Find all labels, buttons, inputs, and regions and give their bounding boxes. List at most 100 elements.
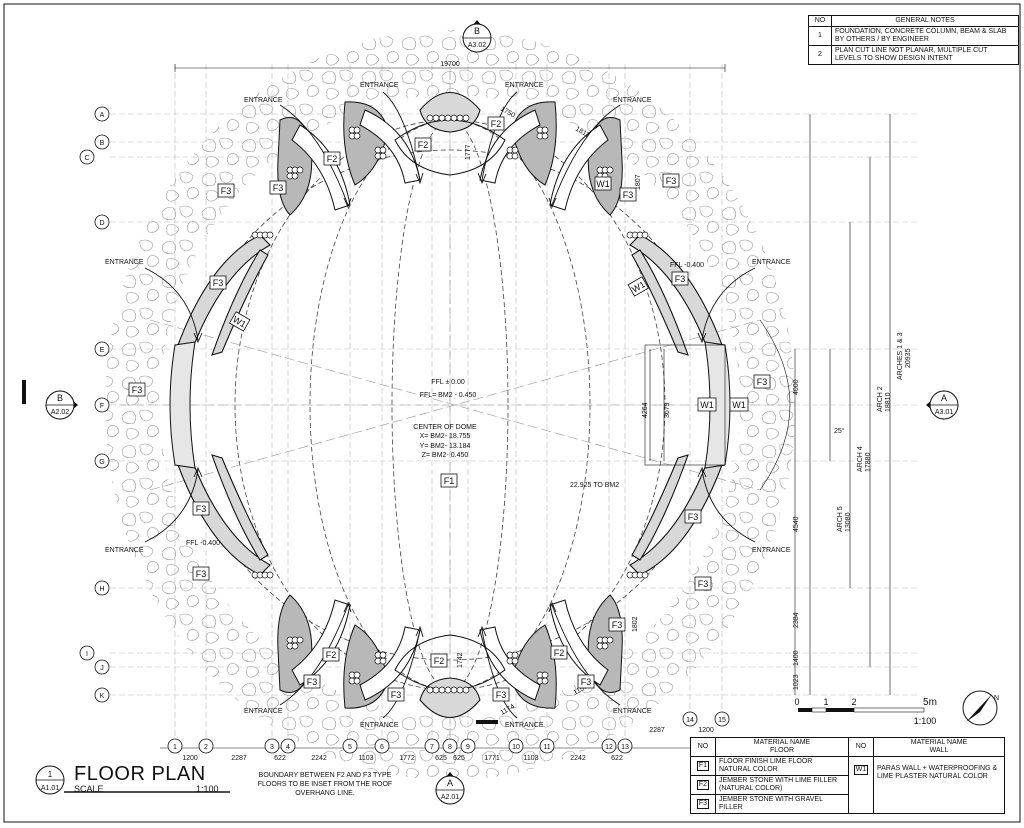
svg-text:F3: F3 (612, 620, 623, 630)
dim-inner: 3679 (664, 402, 671, 418)
section-left-sheet: A2.02 (51, 409, 69, 416)
arch-value: 18810 (885, 392, 892, 412)
gn-row-no: 2 (808, 45, 832, 65)
arch-label: ARCH 4 (857, 446, 864, 472)
svg-text:F3: F3 (666, 176, 677, 186)
grid-col-label: 4 (286, 744, 290, 751)
grid-row-label: D (99, 220, 104, 227)
dim-small: 1807 (635, 174, 642, 190)
grid-row-label: H (99, 586, 104, 593)
material-legend-table: NO MATERIAL NAME FLOOR NO MATERIAL NAME … (690, 737, 1005, 814)
mat-floor-header-no: NO (690, 737, 716, 757)
floor-tag-f3: F3 (128, 382, 146, 397)
dim-bottom: 2287 (649, 727, 665, 734)
section-marker-bottom (435, 772, 465, 805)
svg-text:F3: F3 (132, 385, 143, 395)
floor-tag-f3: F3 (671, 271, 689, 286)
angle-label: 25° (834, 427, 845, 435)
entrance-label: ENTRANCE (505, 82, 544, 89)
entrance-label: ENTRANCE (613, 97, 652, 104)
wall-tag-w1: W1 (627, 276, 649, 297)
bar-scale-label: 0 (794, 697, 799, 707)
floor-tag-f3: F3 (619, 187, 637, 202)
svg-text:F2: F2 (434, 656, 445, 666)
entrance-arrows (144, 91, 756, 719)
grid-row-label: C (84, 155, 89, 162)
grid-col-label: 15 (718, 717, 726, 724)
dim-bottom: 1103 (523, 755, 538, 762)
floor-tag-f3: F3 (192, 566, 210, 581)
grid-row-label: E (100, 347, 105, 354)
mat-floor-tag: F2 (696, 780, 710, 790)
grid-row-label: I (86, 651, 88, 658)
ffl-left: FFL -0.400 (186, 540, 220, 547)
dim-small: 1742 (457, 652, 464, 668)
entrance-label: ENTRANCE (360, 82, 399, 89)
shell-arms (291, 109, 609, 701)
floor-tag-f3: F3 (303, 674, 321, 689)
section-right-letter: A (941, 393, 947, 403)
north-arrow-icon: N (962, 690, 999, 726)
grid-col-label: 13 (621, 744, 629, 751)
mat-wall-header: MATERIAL NAME WALL (873, 737, 1005, 757)
entrance-label: ENTRANCE (105, 259, 144, 266)
floor-tag-f3: F3 (269, 180, 287, 195)
dim-small: 1777 (465, 144, 472, 160)
dim-right: 1400 (793, 650, 800, 666)
grid-row-label: A (100, 112, 105, 119)
svg-text:F3: F3 (221, 186, 232, 196)
svg-text:N: N (994, 695, 999, 702)
floor-tag-f2: F2 (550, 645, 568, 660)
centerlines (120, 70, 790, 740)
floor-tag-f3: F3 (492, 687, 510, 702)
to-bm2: 22.925 TO BM2 (570, 482, 619, 489)
svg-text:F3: F3 (391, 690, 402, 700)
dim-bottom: 2287 (231, 755, 247, 762)
pipe-bundles (251, 114, 649, 694)
floor-tag-f3: F3 (694, 576, 712, 591)
grid-col-label: 9 (466, 744, 470, 751)
mat-wall-header-no: NO (848, 737, 874, 757)
center-ffl: FFL ± 0.00 (431, 379, 465, 386)
svg-text:F3: F3 (213, 278, 224, 288)
grid-col-label: 10 (512, 744, 520, 751)
section-top-sheet: A3.02 (468, 42, 486, 49)
dim-bottom: 1771 (484, 755, 500, 762)
center-y: Y= BM2- 13.184 (420, 443, 471, 450)
dim-right: 1023 (793, 674, 800, 690)
grid-col-label: 6 (380, 744, 384, 751)
title-ref-sheet: A1.01 (41, 785, 59, 792)
floor-tag-f3: F3 (662, 173, 680, 188)
dim-inner: 4264 (642, 402, 649, 418)
bar-scale-ratio: 1:100 (914, 716, 937, 726)
section-top-letter: B (474, 26, 480, 36)
svg-text:F3: F3 (698, 579, 709, 589)
svg-text:F3: F3 (496, 690, 507, 700)
floor-tag-f2: F2 (414, 137, 432, 152)
wall-tag-w1: W1 (229, 311, 251, 332)
section-marker-left (45, 390, 78, 420)
general-notes-table: NO GENERAL NOTES 1 FOUNDATION, CONCRETE … (808, 15, 1019, 65)
dim-bottom: 1200 (698, 727, 714, 734)
section-marker-right (926, 390, 959, 420)
grid-col-label: 2 (204, 744, 208, 751)
grid-row-label: J (100, 665, 104, 672)
gn-header-no: NO (808, 15, 832, 27)
section-left-letter: B (57, 393, 63, 403)
center-z: Z= BM2- 0.450 (422, 452, 469, 459)
svg-text:F2: F2 (418, 140, 429, 150)
boundary-note: BOUNDARY BETWEEN F2 AND F3 TYPE FLOORS T… (257, 772, 393, 797)
grid-col-label: 5 (348, 744, 352, 751)
dim-bottom: 625 (435, 755, 447, 762)
dim-small: 1802 (632, 616, 639, 632)
svg-text:F2: F2 (326, 650, 337, 660)
scale-label: SCALE (74, 784, 104, 794)
svg-text:W1: W1 (596, 179, 610, 189)
arch-label: ARCH 2 (877, 386, 884, 412)
svg-text:F3: F3 (623, 190, 634, 200)
svg-text:F3: F3 (581, 677, 592, 687)
mat-floor-text: FLOOR FINISH LIME FLOOR NATURAL COLOR (715, 756, 849, 776)
floor-tag-f2: F2 (487, 116, 505, 131)
dimension-lines (160, 64, 891, 749)
shell-walls (177, 234, 723, 576)
